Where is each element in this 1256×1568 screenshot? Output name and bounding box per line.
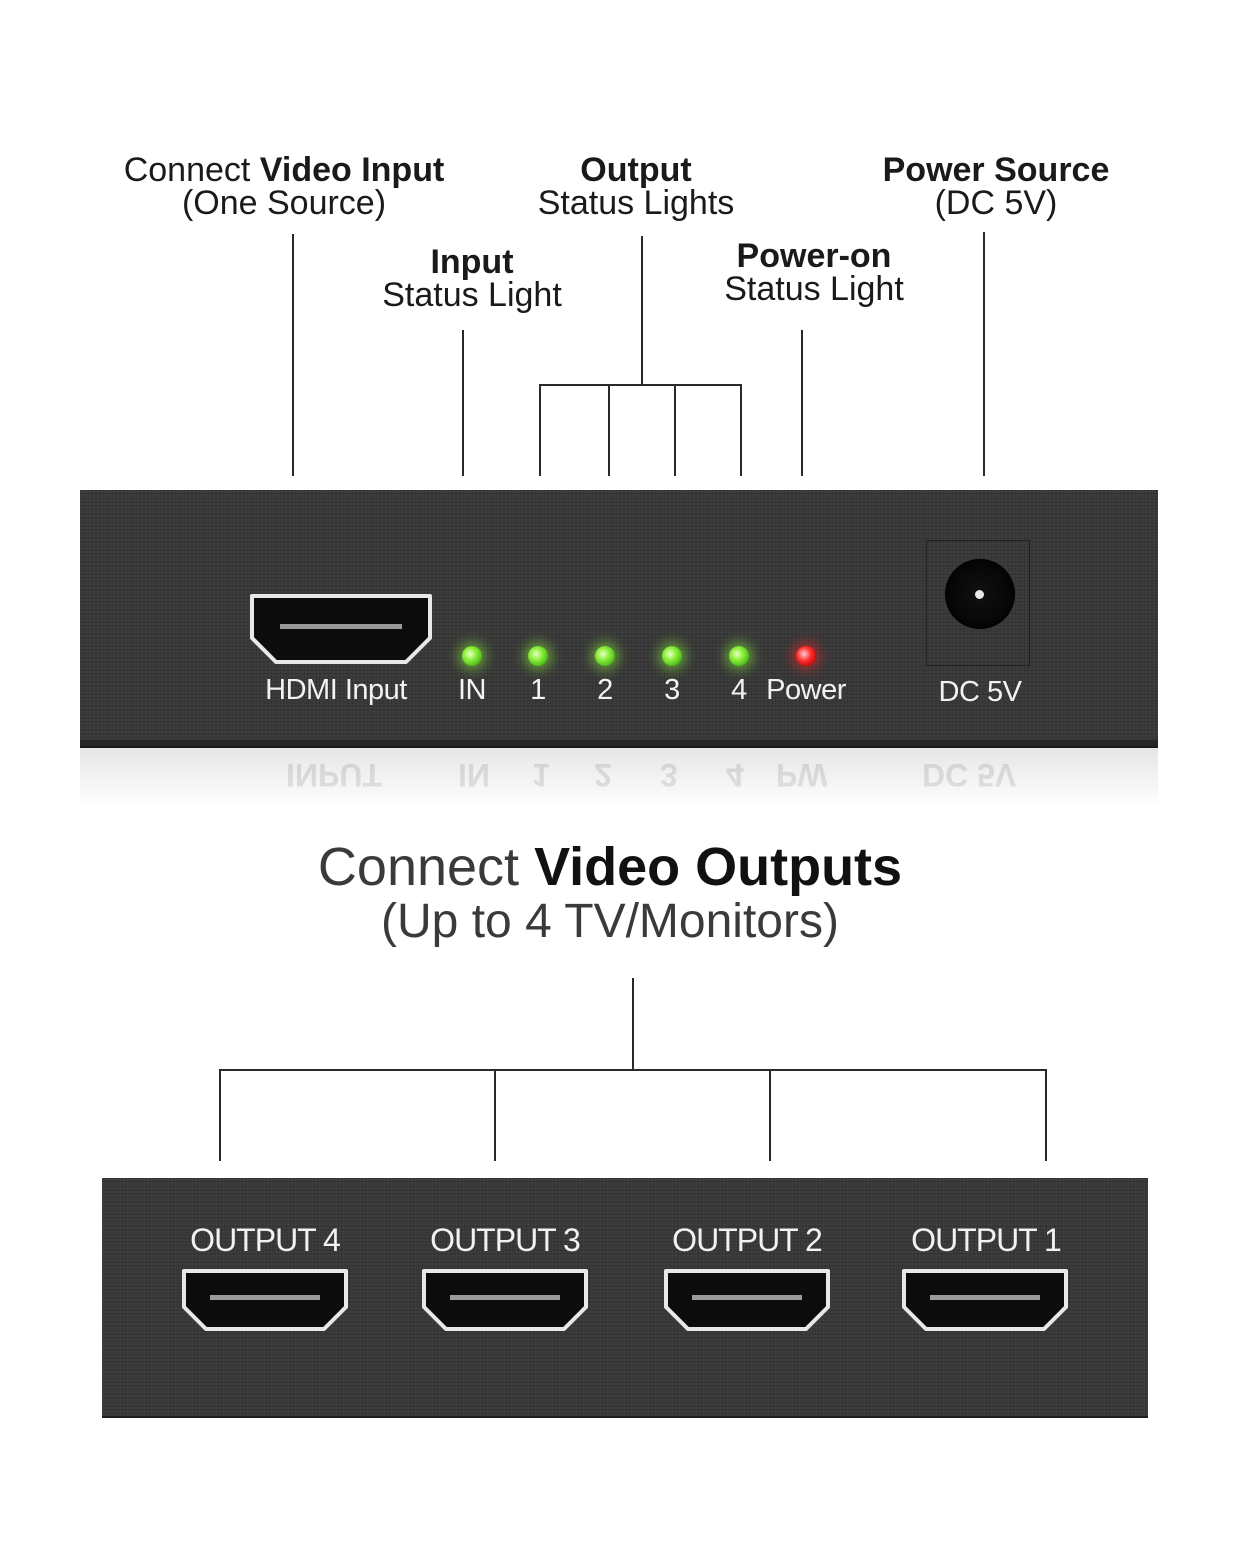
reflection-2: 2 xyxy=(594,757,612,793)
led-label-1: 1 xyxy=(530,674,546,706)
hdmi-port-icon xyxy=(664,1269,830,1331)
output-3-port[interactable] xyxy=(420,1267,590,1333)
video-input-callout-subtitle: (One Source) xyxy=(181,184,387,222)
output-3-leader-line xyxy=(674,384,676,476)
output-status-leader-line xyxy=(641,236,643,385)
power-source-callout-title: Power Source xyxy=(882,151,1110,189)
video-input-callout-prefix: Connect xyxy=(123,151,260,189)
output-3-label: OUTPUT 3 xyxy=(430,1222,581,1258)
output-4-port[interactable] xyxy=(180,1267,350,1333)
output-status-bracket xyxy=(539,384,742,386)
video-input-callout-title: Video Input xyxy=(259,151,445,189)
hdmi-port-icon xyxy=(250,594,432,664)
led-output-1 xyxy=(528,646,548,666)
outputs-bracket xyxy=(219,1069,1047,1071)
output-4-branch-line xyxy=(219,1069,221,1161)
power-on-leader-line xyxy=(801,330,803,476)
output-status-callout-title: Output xyxy=(580,151,692,189)
led-label-in: IN xyxy=(458,674,487,706)
power-on-status-callout-title: Power-on xyxy=(736,237,892,275)
output-1-label: OUTPUT 1 xyxy=(911,1222,1062,1258)
output-3-branch-line xyxy=(494,1069,496,1161)
outputs-trunk-line xyxy=(632,978,634,1070)
input-status-callout-title: Input xyxy=(430,243,514,281)
hdmi-port-icon xyxy=(422,1269,588,1331)
power-source-callout-subtitle: (DC 5V) xyxy=(934,184,1058,222)
output-1-leader-line xyxy=(539,384,541,476)
output-4-label: OUTPUT 4 xyxy=(190,1222,341,1258)
reflection-dc: DC 5V xyxy=(922,757,1017,793)
hdmi-port-icon xyxy=(182,1269,348,1331)
video-outputs-heading-title: Video Outputs xyxy=(534,837,903,897)
reflection-1: 1 xyxy=(532,757,550,793)
input-status-callout-subtitle: Status Light xyxy=(382,276,562,314)
output-4-leader-line xyxy=(740,384,742,476)
power-source-callout: Power Source (DC 5V) xyxy=(882,151,1110,222)
power-on-status-callout: Power-on Status Light xyxy=(724,237,904,308)
video-input-callout: Connect Video Input (One Source) xyxy=(123,151,445,222)
reflection-in: IN xyxy=(458,757,490,793)
output-status-callout: Output Status Lights xyxy=(537,151,735,222)
dc-5v-label: DC 5V xyxy=(938,676,1022,708)
output-2-label: OUTPUT 2 xyxy=(672,1222,823,1258)
led-label-3: 3 xyxy=(664,674,680,706)
reflection-pw: PW xyxy=(776,757,828,793)
led-in xyxy=(462,646,482,666)
dc-jack-pin-icon xyxy=(975,590,984,599)
led-power xyxy=(796,646,816,666)
input-status-leader-line xyxy=(462,330,464,476)
output-2-branch-line xyxy=(769,1069,771,1161)
reflection-input: INPUT xyxy=(286,757,382,793)
hdmi-input-label: HDMI Input xyxy=(265,674,407,706)
video-outputs-heading-prefix: Connect xyxy=(317,837,535,897)
output-1-branch-line xyxy=(1045,1069,1047,1161)
output-2-leader-line xyxy=(608,384,610,476)
video-outputs-heading-subtitle: (Up to 4 TV/Monitors) xyxy=(381,895,839,948)
led-output-4 xyxy=(729,646,749,666)
panel-reflection xyxy=(80,746,1158,808)
video-input-leader-line xyxy=(292,234,294,476)
led-label-power: Power xyxy=(766,674,846,706)
dc-jack-housing xyxy=(926,540,1030,666)
led-label-4: 4 xyxy=(731,674,747,706)
power-source-leader-line xyxy=(983,232,985,476)
output-1-port[interactable] xyxy=(900,1267,1070,1333)
led-output-2 xyxy=(595,646,615,666)
video-outputs-heading: Connect Video Outputs (Up to 4 TV/Monito… xyxy=(318,838,902,948)
power-on-status-callout-subtitle: Status Light xyxy=(724,270,904,308)
led-output-3 xyxy=(662,646,682,666)
reflection-3: 3 xyxy=(660,757,678,793)
output-2-port[interactable] xyxy=(662,1267,832,1333)
output-status-callout-subtitle: Status Lights xyxy=(537,184,735,222)
hdmi-port-icon xyxy=(902,1269,1068,1331)
reflection-4: 4 xyxy=(726,757,744,793)
hdmi-input-port[interactable] xyxy=(248,592,434,666)
input-status-callout: Input Status Light xyxy=(382,243,562,314)
led-label-2: 2 xyxy=(597,674,613,706)
